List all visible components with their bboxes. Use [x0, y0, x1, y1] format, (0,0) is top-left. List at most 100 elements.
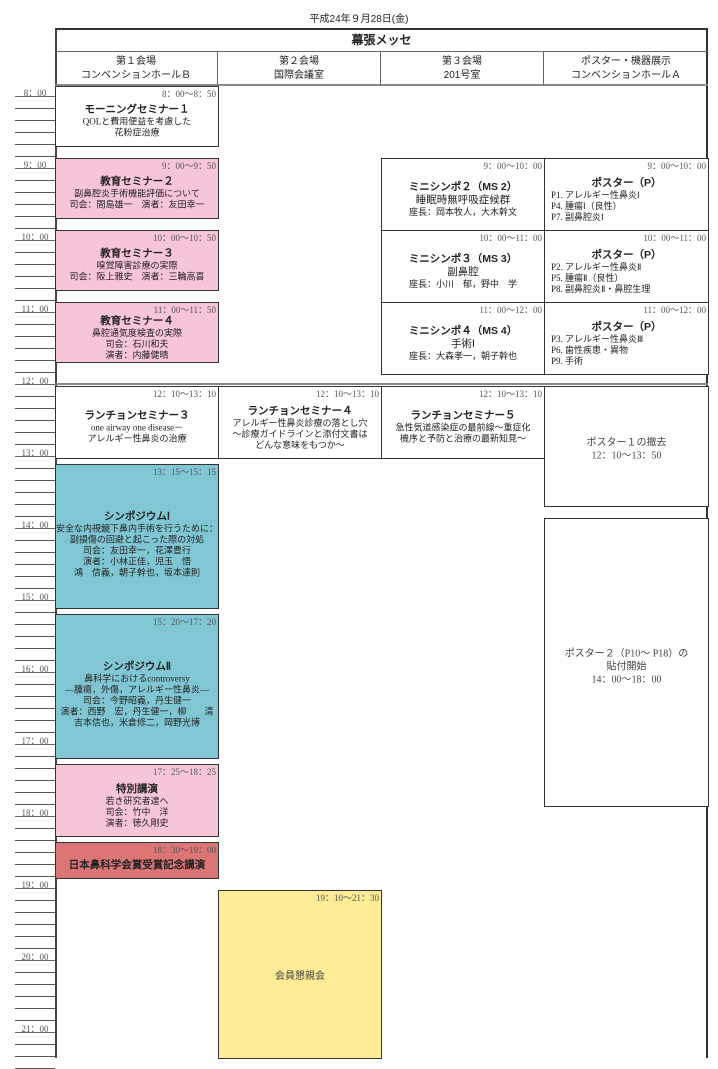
session-detail: 機序と予防と治療の最新知見～ — [399, 433, 526, 444]
time-tick — [15, 1008, 55, 1009]
column-name: 第１会場 — [116, 56, 156, 67]
session-detail: アレルギー性鼻炎の治療 — [87, 433, 187, 444]
session-detail: P3. アレルギー性鼻炎Ⅲ — [551, 333, 644, 344]
session-block[interactable]: 18：30～19：00 日本鼻科学会賞受賞記念講演 — [55, 842, 219, 879]
session-content: 会員懇親会 — [219, 969, 381, 982]
column-name: 第３会場 — [442, 56, 482, 67]
time-tick — [15, 900, 55, 901]
schedule-date: 平成24年９月28日(金) — [309, 14, 409, 25]
column-name: ポスター・機器展示 — [581, 56, 671, 67]
session-detail: 司会：竹中 洋 — [105, 806, 169, 817]
time-tick — [15, 144, 55, 145]
session-detail: 鴻 信義，朝子幹也，坂本達則 — [73, 566, 200, 577]
time-tick — [15, 168, 55, 169]
session-title: シンポジウムⅠ — [103, 509, 171, 522]
time-tick — [15, 468, 55, 469]
session-detail: 花粉症治療 — [114, 127, 160, 138]
session-detail: 座長：大森孝一，朝子幹也 — [408, 350, 517, 361]
session-subtitle: 手術Ⅰ — [450, 338, 476, 350]
hour-label: 20：00 — [21, 952, 49, 962]
session-title: ランチョンセミナー５ — [410, 409, 516, 422]
session-time: 10：00～11：00 — [643, 233, 706, 243]
session-time: 11：00～12：00 — [643, 305, 706, 315]
time-tick — [15, 216, 55, 217]
time-tick — [15, 228, 55, 229]
time-tick — [15, 432, 55, 433]
session-detail: 司会：間島雄一 演者：友田幸一 — [69, 199, 205, 210]
session-title: ランチョンセミナー４ — [247, 404, 353, 417]
session-detail: どんな意味をもつか～ — [255, 439, 345, 450]
session-title: 特別講演 — [116, 782, 158, 795]
session-content: ミニシンポ２（MS 2）睡眠時無呼吸症候群座長：岡本牧人，大木幹文 — [382, 179, 544, 217]
time-tick — [15, 624, 55, 625]
time-tick — [15, 480, 55, 481]
time-tick — [15, 456, 55, 457]
session-title: シンポジウムⅡ — [102, 659, 172, 672]
session-block[interactable]: 19：10～21：30 会員懇親会 — [218, 890, 382, 1059]
session-detail: 嗅覚障害診療の実際 — [96, 260, 178, 271]
time-tick — [15, 192, 55, 193]
time-tick — [15, 504, 55, 505]
session-detail: P4. 腫瘍Ⅰ（良性） — [551, 200, 622, 211]
time-tick — [15, 660, 55, 661]
time-tick — [15, 744, 55, 745]
time-tick — [15, 492, 55, 493]
time-tick — [15, 804, 55, 805]
session-time: 11：00～12：00 — [479, 305, 542, 315]
time-tick — [15, 132, 55, 133]
session-detail: 吉本信也，米倉修二，岡野光博 — [73, 716, 200, 727]
session-detail: 会員懇親会 — [275, 970, 325, 982]
session-detail: P5. 腫瘍Ⅱ（良性） — [551, 272, 624, 283]
session-time: 12：10～13：10 — [315, 389, 379, 399]
session-time: 18：30～19：00 — [152, 845, 216, 855]
time-tick — [15, 108, 55, 109]
time-tick — [15, 600, 55, 601]
time-tick — [15, 816, 55, 817]
session-title: ミニシンポ４（MS 4） — [408, 324, 518, 337]
time-tick — [15, 312, 55, 313]
time-tick — [15, 912, 55, 913]
time-tick — [15, 276, 55, 277]
session-time: 19：10～21：30 — [315, 893, 379, 903]
time-tick — [15, 696, 55, 697]
session-detail: QOLと費用便益を考慮した — [82, 116, 192, 127]
time-tick — [15, 384, 55, 385]
hour-label: 18：00 — [21, 808, 49, 818]
session-detail: P1. アレルギー性鼻炎Ⅰ — [551, 189, 640, 200]
session-title: ミニシンポ２（MS 2） — [408, 180, 518, 193]
session-detail: 演者：内藤健晴 — [105, 349, 169, 360]
time-tick — [15, 348, 55, 349]
time-tick — [15, 612, 55, 613]
session-content: 日本鼻科学会賞受賞記念講演 — [56, 858, 218, 872]
time-tick — [15, 960, 55, 961]
time-tick — [15, 1056, 55, 1057]
time-tick — [15, 672, 55, 673]
